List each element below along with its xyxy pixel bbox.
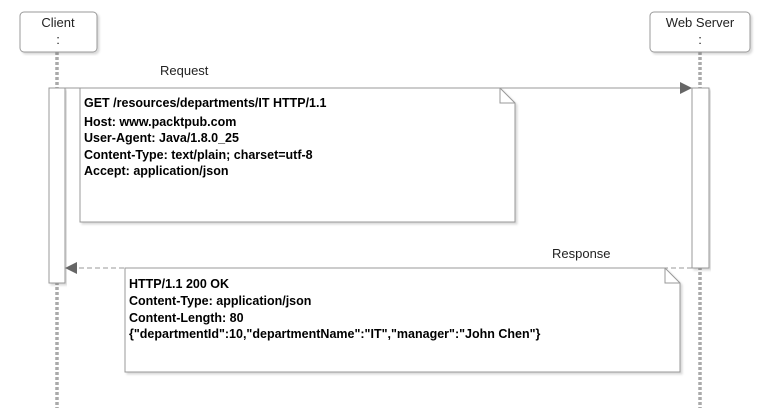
client-activation-bar <box>48 87 66 284</box>
request-note-line: GET /resources/departments/IT HTTP/1.1 <box>84 96 326 110</box>
participant-web-server: Web Server : <box>649 11 751 53</box>
response-note-line: Content-Type: application/json <box>129 294 311 308</box>
request-label: Request <box>160 63 209 78</box>
response-note: HTTP/1.1 200 OK Content-Type: applicatio… <box>124 267 681 373</box>
request-arrowhead-icon <box>680 82 692 94</box>
participant-client-name: Client <box>41 15 75 30</box>
request-note-line: Content-Type: text/plain; charset=utf-8 <box>84 148 313 162</box>
response-label: Response <box>552 246 611 261</box>
request-note: GET /resources/departments/IT HTTP/1.1 H… <box>79 87 516 223</box>
request-note-line: Host: www.packtpub.com <box>84 115 236 129</box>
response-arrowhead-icon <box>65 262 77 274</box>
response-note-line: {"departmentId":10,"departmentName":"IT"… <box>129 327 541 341</box>
server-activation-bar <box>691 87 710 269</box>
participant-server-name: Web Server <box>666 15 735 30</box>
request-note-line: User-Agent: Java/1.8.0_25 <box>84 131 239 145</box>
request-note-line: Accept: application/json <box>84 164 228 178</box>
response-note-line: HTTP/1.1 200 OK <box>129 277 229 291</box>
participant-client: Client : <box>19 11 98 53</box>
participant-client-sub: : <box>56 32 60 47</box>
response-note-line: Content-Length: 80 <box>129 311 244 325</box>
participant-server-sub: : <box>698 32 702 47</box>
